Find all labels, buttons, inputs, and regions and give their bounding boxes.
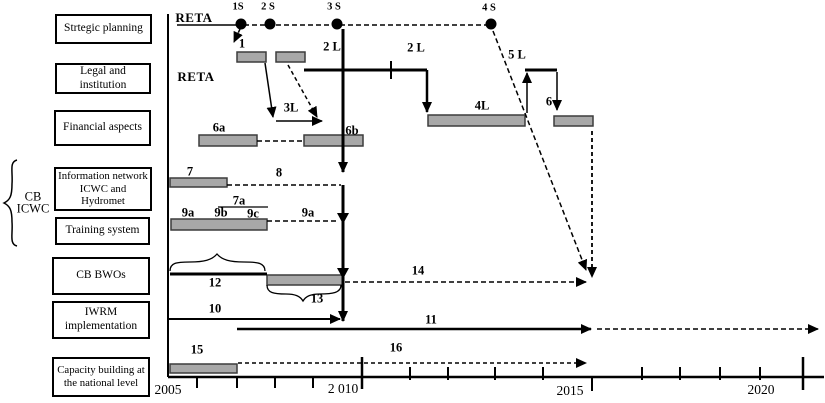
task-bars [169,51,594,374]
year-label-2020: 2020 [747,382,775,397]
task-label-9b: 9b [214,205,228,220]
vertical-arrowheads [337,213,349,279]
year-label-2015: 2015 [556,383,584,398]
row-box-capacity-building: Capacity building at the national level [52,357,150,397]
bar-13 [266,274,344,286]
task-label-11: 11 [425,312,437,327]
milestone-label-1s: 1S [232,1,244,13]
bar-6 [553,115,594,127]
milestone-dot-1s [235,18,247,30]
group-label-cb: CB [24,189,42,204]
reta-label-top: RETA [175,10,213,25]
row-box-cb-bwos: CB BWOs [52,257,150,295]
task-label-14: 14 [411,263,425,278]
row-box-strategic-planning: Strtegic planning [55,14,152,44]
task-label-9a-a: 9a [181,205,195,220]
bar-strategic-b [275,51,306,63]
milestone-dot-4s [485,18,497,30]
reta-label-mid: RETA [177,69,215,84]
row-box-iwrm-implementation: IWRM implementation [52,301,150,339]
task-label-9c: 9c [247,206,259,221]
task-label-4l: 4L [474,98,490,113]
bar-6b [303,134,364,147]
task-label-7a: 7a [232,193,246,208]
task-label-2l-b: 2 L [407,40,425,55]
bar-strategic-a [236,51,267,63]
bar-7 [169,177,228,188]
task-label-8: 8 [275,165,283,180]
task-label-9a-b: 9a [301,205,315,220]
bar-9 [170,218,268,231]
milestone-dot-3s [331,18,343,30]
time-axis [167,14,824,391]
task-label-5l: 5 L [508,47,526,62]
bar-6a [198,134,258,147]
task-label-7: 7 [186,164,194,179]
task-label-3l: 3L [283,100,299,115]
task-label-6: 6 [545,94,553,109]
connectors [2,28,819,368]
task-label-6a: 6a [212,120,226,135]
task-label-16: 16 [389,340,403,355]
bar-4l [427,114,526,127]
task-label-1: 1 [238,36,246,51]
milestone-label-4s: 4 S [482,2,496,14]
row-box-legal-institution: Legal and institution [55,63,151,94]
task-label-2l-a: 2 L [323,39,341,54]
group-label-icwc: ICWC [16,201,50,216]
milestone-dot-2s [264,18,276,30]
milestone-label-3s: 3 S [327,1,341,13]
row-box-financial-aspects: Financial aspects [54,110,151,146]
task-label-13: 13 [310,291,324,306]
milestone-dots [235,18,497,30]
task-label-6b: 6b [345,123,359,138]
task-label-15: 15 [190,342,204,357]
task-label-10: 10 [208,301,222,316]
bar-15 [169,363,238,374]
row-box-information-network: Information network ICWC and Hydromet [54,167,152,211]
task-label-12: 12 [208,275,222,290]
row-box-training-system: Training system [55,217,150,245]
milestone-label-2s: 2 S [261,1,275,13]
year-label-2010: 2 010 [327,381,359,396]
year-label-2005: 2005 [154,382,182,397]
